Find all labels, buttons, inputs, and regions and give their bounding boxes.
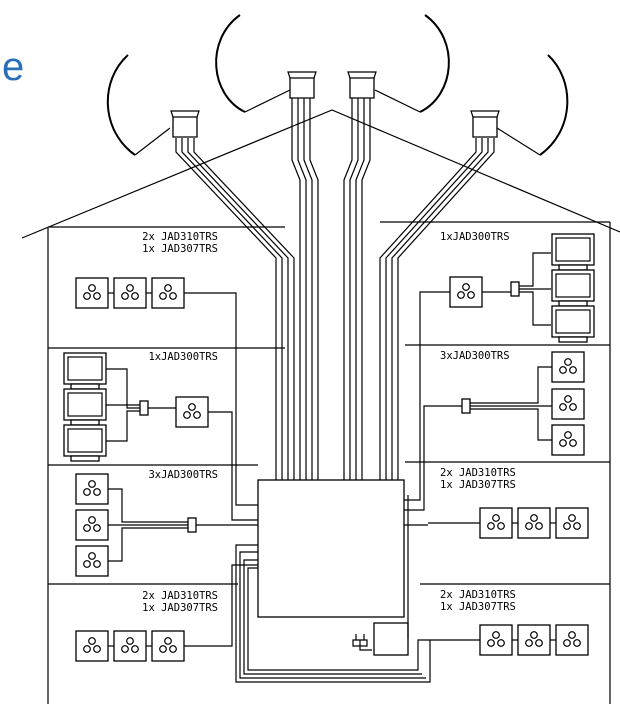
tv-socket-icon [113,630,147,662]
room-label: 3xJAD300TRS [148,469,218,481]
tv-socket-icon [75,545,109,577]
television-icon [551,269,595,307]
tv-socket-icon [479,507,513,539]
room-label: 1x JAD307TRS [440,479,516,491]
room-label: 2x JAD310TRS [142,590,218,602]
tv-socket-icon [551,351,585,383]
satellite-dish-icon [470,54,569,156]
coax-bundle [175,98,495,480]
tv-socket-icon [479,624,513,656]
tv-socket-icon [551,424,585,456]
splitter-icon [139,400,149,416]
room-label: 1xJAD300TRS [440,231,510,243]
tv-socket-icon [75,509,109,541]
room-label: 2x JAD310TRS [440,589,516,601]
splitter-icon [510,281,520,297]
tv-socket-icon [555,507,589,539]
television-icon [551,305,595,343]
brand-logo: e [2,45,24,89]
tv-socket-icon [555,624,589,656]
television-icon [63,424,107,462]
tv-socket-icon [517,624,551,656]
power-supply [373,622,409,656]
satellite-dish-icon [347,14,450,113]
tv-socket-icon [75,277,109,309]
tv-socket-icon [551,388,585,420]
room-label: 1xJAD300TRS [148,351,218,363]
television-icon [63,388,107,426]
room-label: 1x JAD307TRS [142,602,218,614]
television-icon [551,233,595,271]
tv-socket-icon [75,630,109,662]
room-label: 1x JAD307TRS [440,601,516,613]
tv-socket-icon [449,276,483,308]
room-label: 3xJAD300TRS [440,350,510,362]
multiswitch-box [257,479,405,618]
tv-socket-icon [151,630,185,662]
tv-socket-icon [175,396,209,428]
power-plug-icon [352,634,372,651]
tv-socket-icon [517,507,551,539]
splitter-icon [187,517,197,533]
tv-socket-icon [75,473,109,505]
room-label: 1x JAD307TRS [142,243,218,255]
television-icon [63,352,107,390]
roof [21,109,620,239]
splitter-icon [461,398,471,414]
tv-socket-icon [151,277,185,309]
room-label: 2x JAD310TRS [142,231,218,243]
room-label: 2x JAD310TRS [440,467,516,479]
satellite-dish-icon [215,14,317,113]
satellite-dish-icon [106,54,200,156]
tv-socket-icon [113,277,147,309]
